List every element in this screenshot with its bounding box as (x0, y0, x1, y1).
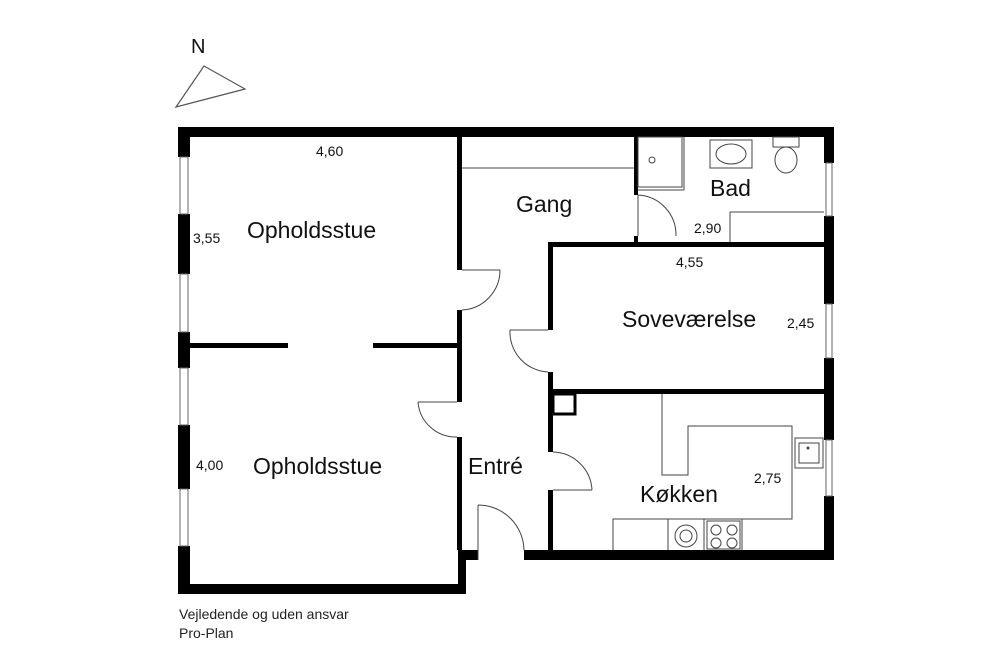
dimension-living-top-width: 4,60 (316, 143, 343, 159)
dimension-living-top-depth: 3,55 (193, 230, 220, 246)
company-name: Pro-Plan (179, 625, 234, 641)
disclaimer-footer: Vejledende og uden ansvar Pro-Plan (179, 605, 349, 643)
north-label: N (191, 36, 205, 58)
hall-details (462, 137, 685, 191)
north-arrow-triangle (174, 65, 247, 108)
interior-walls (190, 137, 828, 554)
room-label-bath: Bad (710, 175, 751, 201)
doors (417, 194, 677, 560)
dimension-kitchen-depth: 2,75 (754, 470, 781, 486)
kitchen-fixtures (612, 394, 824, 550)
room-label-entry: Entré (468, 453, 523, 479)
dimension-bedroom-width: 4,55 (676, 254, 703, 270)
bathroom-fixtures (637, 136, 824, 242)
dimension-bedroom-depth: 2,45 (787, 315, 814, 331)
north-arrow: N (174, 36, 247, 108)
dimension-labels: 4,60 3,55 4,00 2,90 4,55 2,45 2,75 (193, 143, 814, 486)
room-labels: Opholdsstue Opholdsstue Gang Bad Sovevær… (247, 175, 756, 507)
room-label-living-top: Opholdsstue (247, 217, 376, 243)
room-label-living-bottom: Opholdsstue (253, 453, 382, 479)
room-label-kitchen: Køkken (640, 481, 718, 507)
room-label-bedroom: Soveværelse (622, 306, 756, 332)
dimension-bath-width: 2,90 (694, 220, 721, 236)
dimension-living-bottom-depth: 4,00 (196, 457, 223, 473)
room-label-hall: Gang (516, 191, 572, 217)
disclaimer-text: Vejledende og uden ansvar (179, 606, 349, 622)
windows (179, 156, 833, 547)
outer-walls (178, 127, 834, 594)
